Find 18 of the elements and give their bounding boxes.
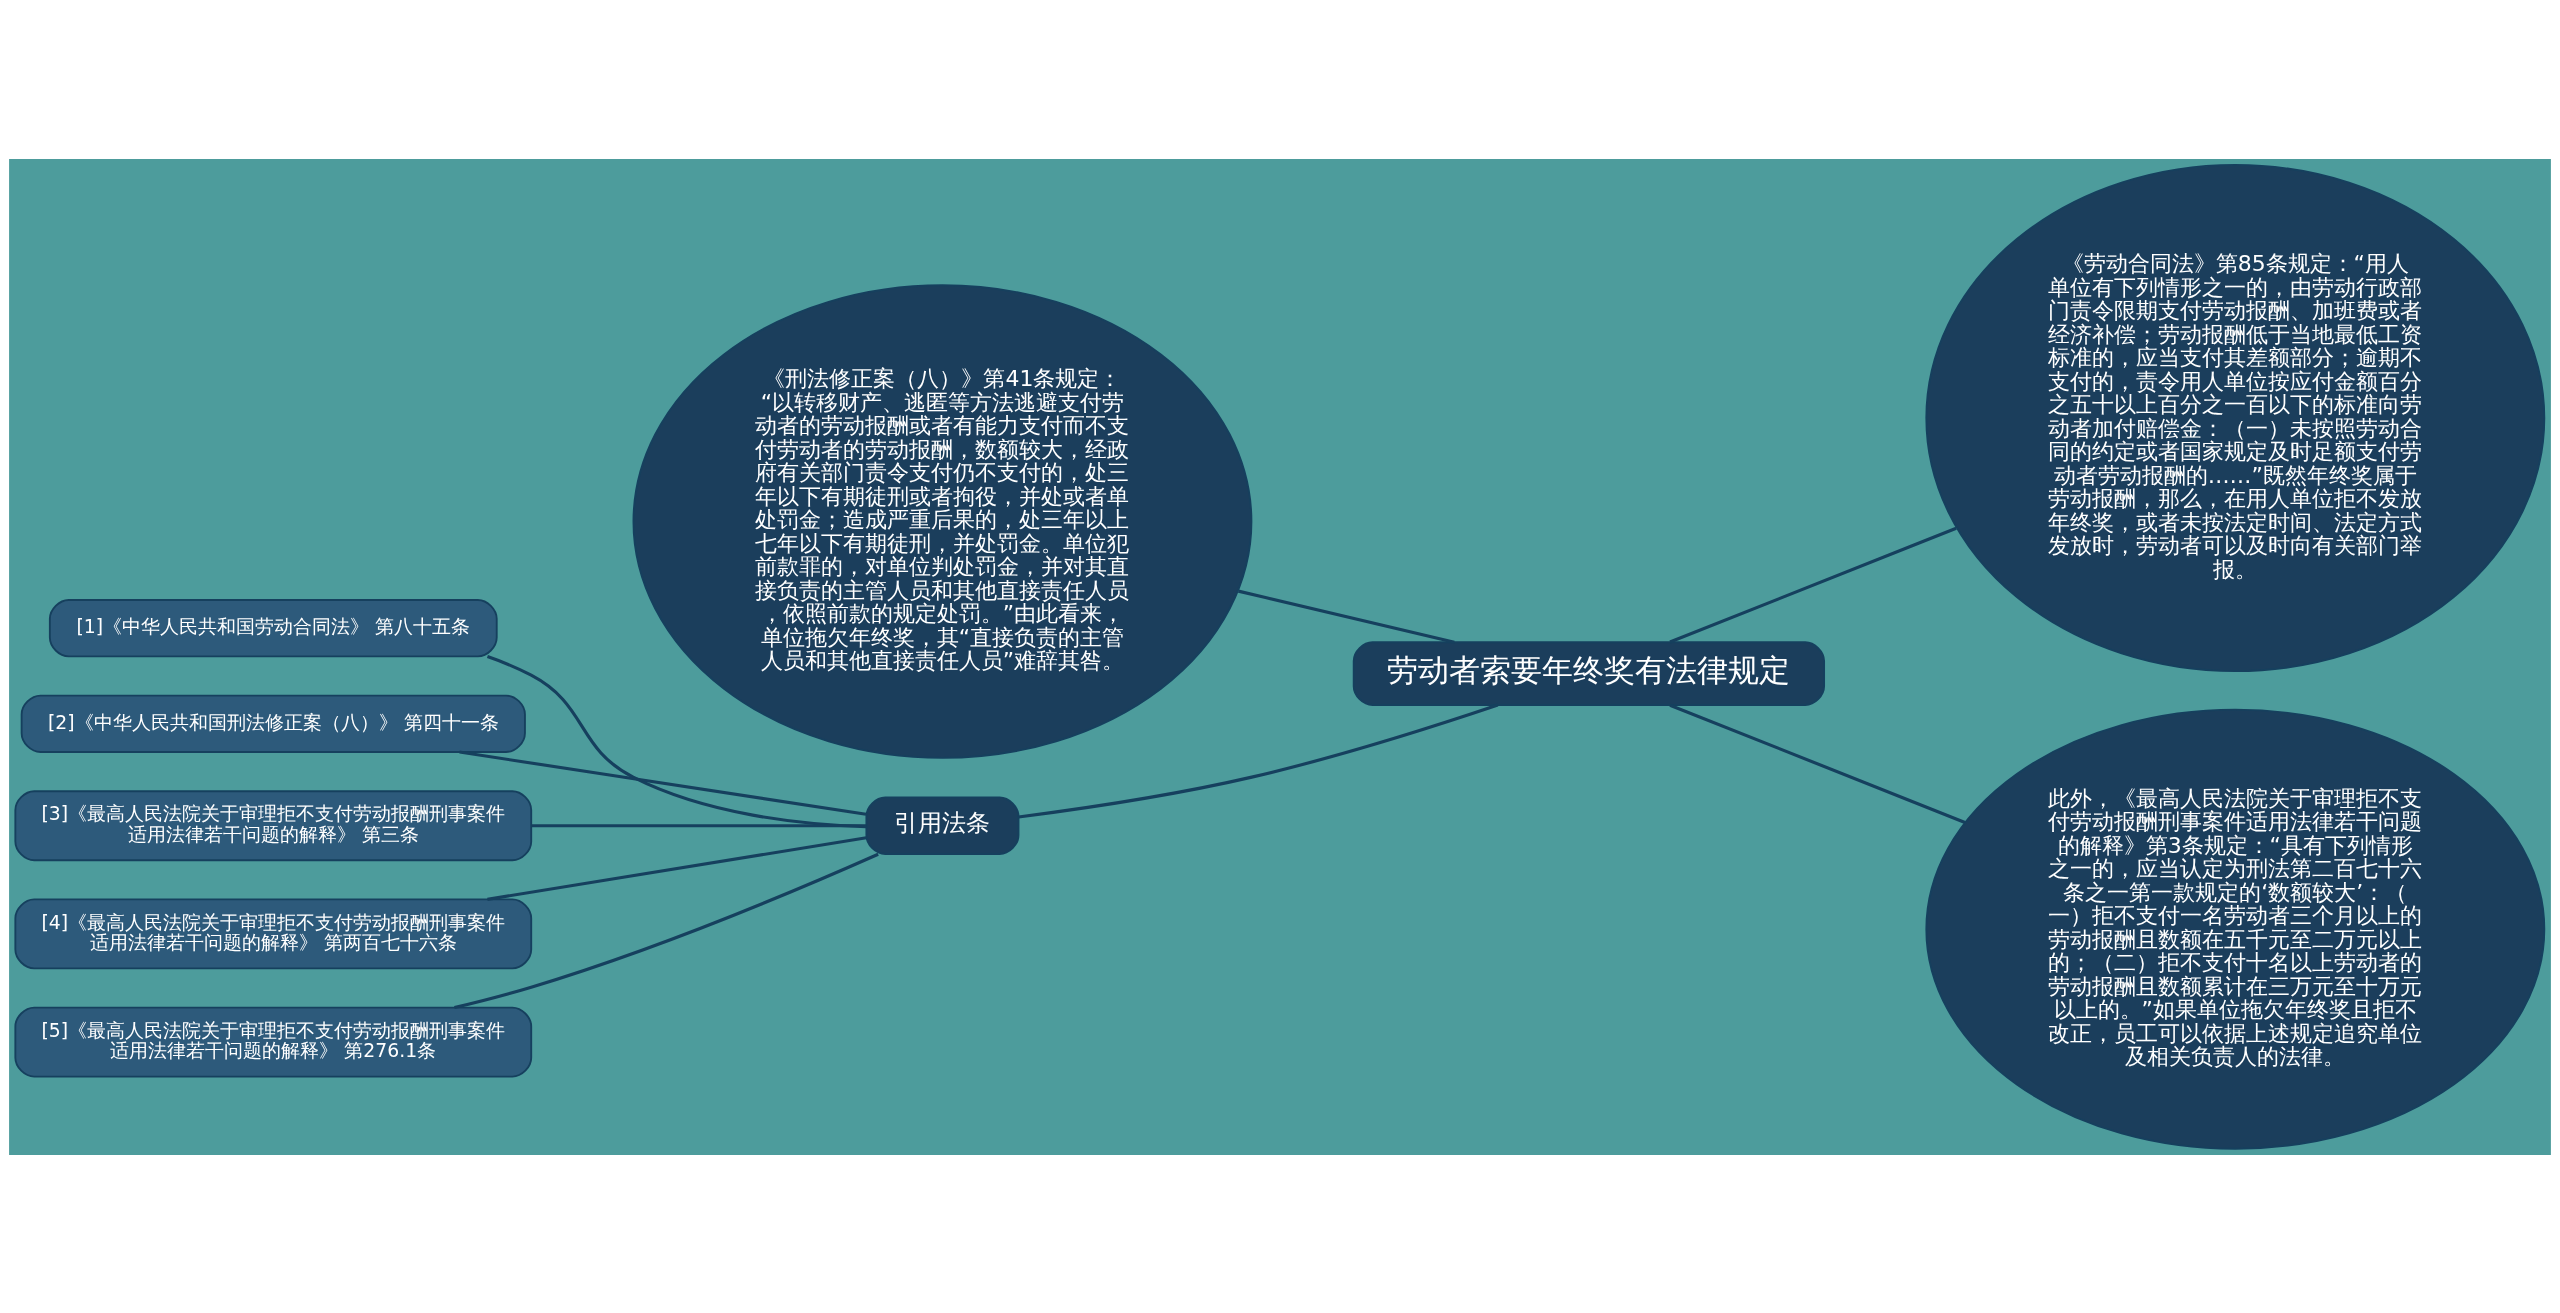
node-box: [3]《最高人民法院关于审理拒不支付劳动报酬刑事案件适用法律若干问题的解释》 第三条 (14, 789, 533, 861)
connector (1669, 526, 1957, 643)
node-box: 引用法条 (865, 796, 1020, 855)
node-box: [1]《中华人民共和国劳动合同法》 第八十五条 (48, 598, 498, 657)
connector (459, 750, 867, 816)
connector (486, 654, 867, 828)
connector (1669, 703, 1966, 824)
connector (1018, 703, 1499, 819)
connector (531, 823, 867, 827)
node-ellipse: 《劳动合同法》第85条规定：“用人单位有下列情形之一的，由劳动行政部门责令限期支付劳动报酬、加班费或者经济补偿；劳动报酬低于当地最低工资标准的，应当支付其差额部分；逾期不支付的，责令用人单位按应付金额百分之五十以上百分之一百以下的标准向劳动者加付赔偿金：（一）未按照劳动合同的约定或者国家规定及时足额支付劳动者劳动报酬的……”既然年终奖属于劳动报酬，那么，在用人单位拒不发放年终奖，或者未按法定时间、法定方式发放时，劳动者可以及时向有关部门举报。 (1925, 163, 2546, 672)
node-box: [2]《中华人民共和国刑法修正案（八）》 第四十一条 (20, 694, 526, 753)
node-ellipse: 此外，《最高人民法院关于审理拒不支付劳动报酬刑事案件适用法律若干问题的解释》第3条规定：“具有下列情形之一的，应当认定为刑法第二百七十六条之一第一款规定的‘数额较大’：（一）拒不支付一名劳动者三个月以上的劳动报酬且数额在五千元至二万元以上的；（二）拒不支付十名以上劳动者的劳动报酬且数额累计在三万元至十万元以上的。”如果单位拖欠年终奖且拒不改正，员工可以依据上述规定追究单位及相关负责人的法律。 (1925, 708, 2546, 1150)
node-box: 劳动者索要年终奖有法律规定 (1352, 640, 1825, 706)
node-box: [5]《最高人民法院关于审理拒不支付劳动报酬刑事案件适用法律若干问题的解释》 第276.1条 (14, 1006, 533, 1078)
node-ellipse: 《刑法修正案（八）》第41条规定：“以转移财产、逃匿等方法逃避支付劳动者的劳动报酬或者有能力支付而不支付劳动者的劳动报酬，数额较大，经政府有关部门责令支付仍不支付的，处三年以下有期徒刑或者拘役，并处或者单处罚金；造成严重后果的，处三年以上七年以下有期徒刑，并处罚金。单位犯前款罪的，对单位判处罚金，并对其直接负责的主管人员和其他直接责任人员，依照前款的规定处罚。”由此看来，单位拖欠年终奖，其“直接负责的主管人员和其他直接责任人员”难辞其咎。 (632, 283, 1253, 759)
connector (1238, 589, 1455, 644)
node-box: [4]《最高人民法院关于审理拒不支付劳动报酬刑事案件适用法律若干问题的解释》 第两百七十六条 (14, 897, 533, 969)
connector (487, 835, 867, 901)
